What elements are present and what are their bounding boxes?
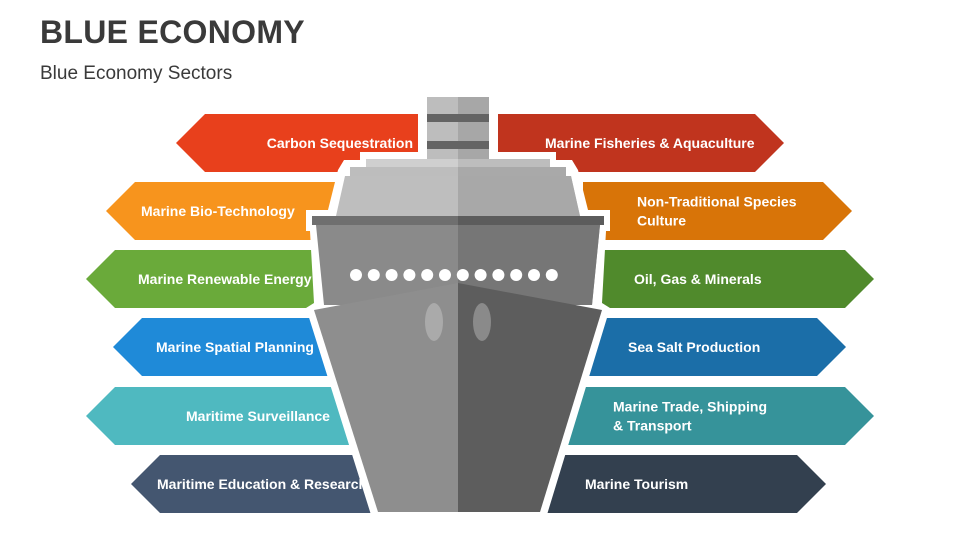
left-sector-label-line: Maritime Education & Research: [157, 476, 367, 492]
right-sector-label-line: Marine Trade, Shipping: [613, 399, 767, 415]
right-sector-label-line: Sea Salt Production: [628, 339, 760, 355]
right-sector-label-line: Marine Fisheries & Aquaculture: [545, 135, 755, 151]
porthole: [474, 269, 487, 281]
left-sector-arrow: [86, 387, 362, 445]
right-sector-arrow: [541, 455, 826, 513]
left-sector-arrow: [86, 250, 336, 308]
right-sector-label: Marine Fisheries & Aquaculture: [545, 135, 755, 151]
anchor-hole-left: [425, 303, 443, 341]
left-sector-arrow: [106, 182, 338, 240]
right-sector-label-line: Oil, Gas & Minerals: [634, 271, 762, 287]
porthole: [510, 269, 523, 281]
right-sector-arrow: [567, 387, 874, 445]
porthole: [385, 269, 398, 281]
left-sector-label-line: Carbon Sequestration: [267, 135, 413, 151]
left-sector-label-line: Marine Renewable Energy: [138, 271, 312, 287]
porthole: [456, 269, 469, 281]
right-sector-label-line: Non-Traditional Species: [637, 194, 797, 210]
right-sector-arrow: [588, 250, 874, 308]
right-sector-label-line: Culture: [637, 213, 686, 229]
page-subtitle: Blue Economy Sectors: [40, 63, 233, 84]
page-title: BLUE ECONOMY: [40, 14, 305, 50]
right-sector-arrow: [497, 114, 784, 172]
ship-hull: [314, 225, 602, 512]
right-sector-label-line: & Transport: [613, 418, 692, 434]
left-sector-label: Maritime Surveillance: [186, 408, 330, 424]
porthole: [350, 269, 362, 281]
porthole: [403, 269, 416, 281]
left-sector-arrow: [131, 455, 374, 513]
left-sector-label-line: Marine Spatial Planning: [156, 339, 314, 355]
right-sector-label-line: Marine Tourism: [585, 476, 688, 492]
ship-illustration: [306, 92, 610, 518]
porthole: [439, 269, 451, 281]
porthole: [545, 269, 558, 281]
right-sector-arrow: [583, 182, 852, 240]
left-sector-label: Maritime Education & Research: [157, 476, 367, 492]
porthole: [492, 269, 505, 281]
left-sector-label: Marine Renewable Energy: [138, 271, 312, 287]
porthole: [421, 269, 434, 281]
left-sector-label-line: Maritime Surveillance: [186, 408, 330, 424]
left-sector-label: Marine Spatial Planning: [156, 339, 314, 355]
left-sector-arrow: [113, 318, 338, 376]
ship-upper-decks: [312, 159, 604, 225]
right-sector-label: Marine Tourism: [585, 476, 688, 492]
porthole: [528, 269, 540, 281]
ship-funnel: [427, 97, 489, 159]
right-sector-label: Marine Trade, Shipping & Transport: [613, 399, 767, 434]
porthole: [367, 269, 380, 281]
left-sector-label: Marine Bio-Technology: [141, 203, 295, 219]
right-sector-arrow: [587, 318, 846, 376]
right-sector-label: Sea Salt Production: [628, 339, 760, 355]
right-sector-label: Oil, Gas & Minerals: [634, 271, 762, 287]
left-sector-label: Carbon Sequestration: [267, 135, 413, 151]
left-sector-label-line: Marine Bio-Technology: [141, 203, 295, 219]
ship-portholes: [350, 269, 558, 281]
anchor-hole-right: [473, 303, 491, 341]
